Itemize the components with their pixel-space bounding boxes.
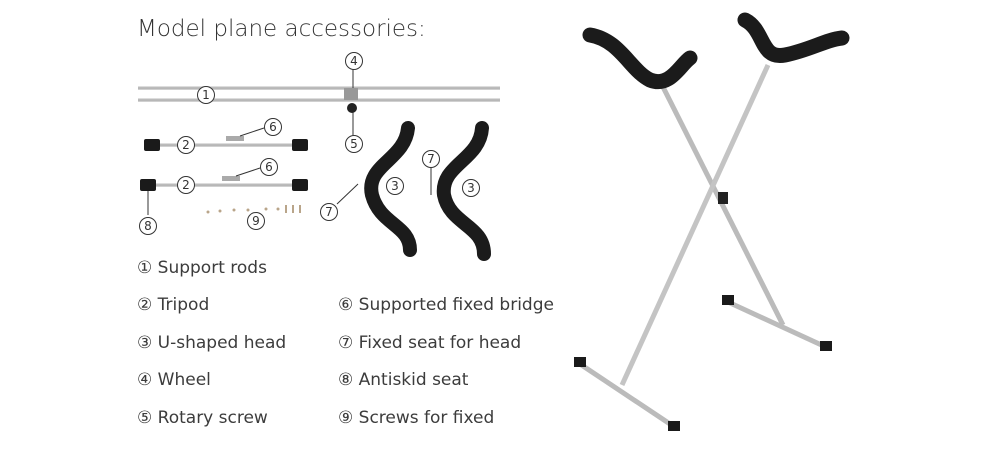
callout-6b: 6 xyxy=(260,158,278,176)
callout-5: 5 xyxy=(345,135,363,153)
tripod-parts xyxy=(140,136,308,215)
callout-lines xyxy=(235,69,432,205)
callout-7: 7 xyxy=(320,203,338,221)
callout-8: 8 xyxy=(139,217,157,235)
legend-item: ⑦ Fixed seat for head xyxy=(338,333,522,353)
legend-item: ⑧ Antiskid seat xyxy=(338,370,469,390)
legend-item: ④ Wheel xyxy=(137,370,211,390)
legend-item: ⑤ Rotary screw xyxy=(137,408,268,428)
callout-3: 3 xyxy=(386,177,404,195)
callout-2b: 2 xyxy=(177,176,195,194)
callout-9: 9 xyxy=(247,212,265,230)
legend-item: ⑨ Screws for fixed xyxy=(338,408,495,428)
callout-3b: 3 xyxy=(462,179,480,197)
page-title: Model plane accessories: xyxy=(137,16,426,42)
legend-item: ① Support rods xyxy=(137,258,267,278)
legend-item: ② Tripod xyxy=(137,295,210,315)
callout-4: 4 xyxy=(345,52,363,70)
callout-6: 6 xyxy=(264,118,282,136)
legend-item: ⑥ Supported fixed bridge xyxy=(338,295,554,315)
legend-item: ③ U-shaped head xyxy=(137,333,287,353)
u-shaped-heads xyxy=(364,121,491,261)
callout-2: 2 xyxy=(177,136,195,154)
callout-1: 1 xyxy=(197,86,215,104)
support-rods xyxy=(138,86,500,113)
callout-7b: 7 xyxy=(422,150,440,168)
stand-photo xyxy=(574,12,850,431)
